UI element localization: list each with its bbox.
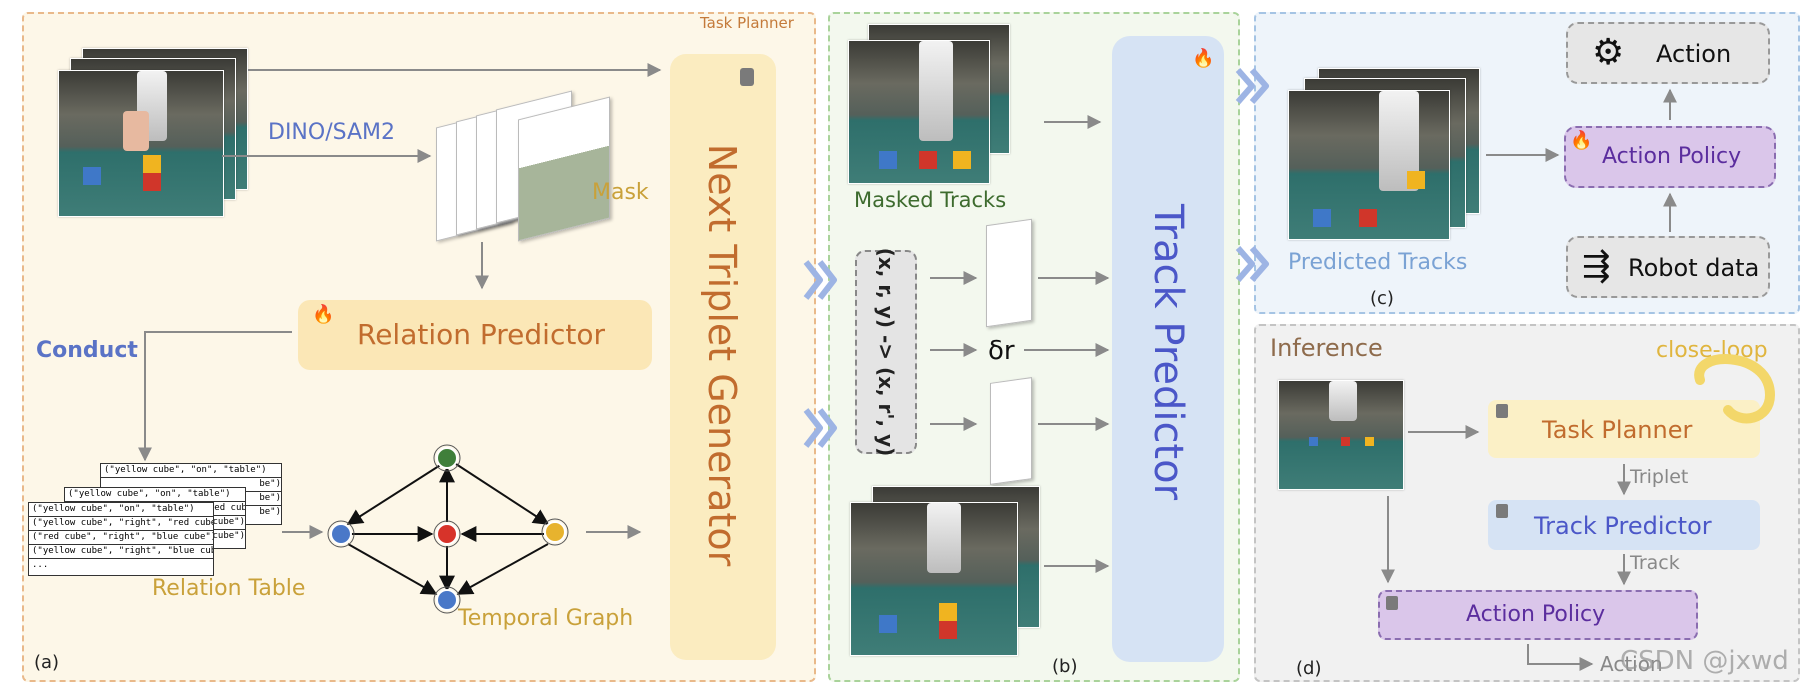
task-planner-header: Task Planner bbox=[700, 14, 794, 32]
chevron-b-c-3 bbox=[1235, 246, 1255, 282]
task-planner-label-d: Task Planner bbox=[1542, 416, 1693, 444]
lock-icon bbox=[1496, 504, 1508, 518]
masked-frame bbox=[848, 40, 990, 184]
watermark: CSDN @jxwd bbox=[1620, 646, 1789, 676]
action-label: Action bbox=[1656, 40, 1732, 68]
inference-frame bbox=[1278, 380, 1404, 490]
table-row: ("yellow cube", "right", "red cube") bbox=[29, 517, 213, 531]
chevron-a-b-4 bbox=[817, 408, 837, 448]
arrow-policy-to-action-d bbox=[1527, 644, 1594, 671]
inference-label: Inference bbox=[1270, 334, 1383, 362]
chevron-b-c-1 bbox=[1235, 68, 1255, 104]
action-policy-box-d bbox=[1378, 590, 1698, 640]
graph-node-center bbox=[436, 523, 458, 545]
graph-node-right bbox=[544, 521, 566, 543]
graph-node-top bbox=[436, 447, 458, 469]
lock-icon bbox=[740, 68, 754, 86]
relation-table: ("yellow cube", "on", "table") ("yellow … bbox=[28, 502, 214, 576]
temporal-graph-label: Temporal Graph bbox=[458, 606, 634, 631]
triplet-formula-box bbox=[855, 250, 917, 454]
action-policy-label-d: Action Policy bbox=[1466, 602, 1606, 627]
flame-icon: 🔥 bbox=[1192, 48, 1215, 69]
predicted-tracks-label: Predicted Tracks bbox=[1288, 250, 1468, 275]
lock-icon bbox=[1496, 404, 1508, 418]
conduct-label: Conduct bbox=[36, 338, 138, 363]
action-label-d: Action bbox=[1600, 652, 1663, 676]
track-predictor-label-d: Track Predictor bbox=[1534, 512, 1712, 540]
relation-table-label: Relation Table bbox=[152, 576, 306, 601]
track-label: Track bbox=[1630, 552, 1680, 574]
table-row: ("red cube", "right", "blue cube") bbox=[29, 531, 213, 545]
robot-arm-icon: ⚙ bbox=[1592, 32, 1625, 73]
action-policy-box-c bbox=[1564, 126, 1776, 188]
panel-b-corner-label: (b) bbox=[1052, 656, 1078, 677]
chevron-a-b-2 bbox=[817, 260, 837, 300]
relation-predictor-box bbox=[298, 300, 652, 370]
table-row: ("yellow cube", "right", "blue cube") bbox=[29, 545, 213, 559]
dino-sam-label: DINO/SAM2 bbox=[268, 120, 396, 145]
robot-data-label: Robot data bbox=[1628, 254, 1760, 282]
flame-icon: 🔥 bbox=[312, 304, 335, 325]
predicted-frame bbox=[1288, 90, 1450, 240]
data-flow-icon: ⇶ bbox=[1582, 246, 1611, 286]
action-box bbox=[1566, 22, 1770, 84]
chevron-b-c-2 bbox=[1249, 68, 1269, 104]
track-predictor-box-d bbox=[1488, 500, 1760, 550]
edge-top-right bbox=[455, 463, 550, 525]
robot-data-box bbox=[1566, 236, 1770, 298]
input-frame bbox=[58, 70, 224, 217]
close-loop-arrow bbox=[1694, 354, 1776, 424]
task-planner-box-d bbox=[1488, 400, 1760, 458]
panel-a-corner-label: (a) bbox=[34, 652, 60, 673]
triplet-label: Triplet bbox=[1630, 466, 1689, 488]
graph-node-left bbox=[330, 523, 352, 545]
masked-tracks-label: Masked Tracks bbox=[854, 188, 1007, 212]
edge-right-bottom bbox=[456, 543, 549, 595]
chevron-a-b-3 bbox=[803, 408, 823, 448]
mask-label: Mask bbox=[592, 180, 649, 205]
action-policy-label-c: Action Policy bbox=[1602, 144, 1742, 169]
table-row: ... bbox=[32, 560, 49, 570]
arrow-relation-to-table bbox=[138, 331, 292, 462]
next-triplet-generator-box bbox=[670, 54, 776, 660]
delta-r-label: δr bbox=[988, 336, 1015, 366]
chevron-a-b-1 bbox=[803, 260, 823, 300]
table-row: ("yellow cube", "on", "table") bbox=[29, 503, 213, 517]
edge-top-left bbox=[346, 463, 443, 525]
relation-predictor-label: Relation Predictor bbox=[357, 318, 605, 351]
input-frame-b bbox=[850, 502, 1018, 656]
lock-icon bbox=[1386, 596, 1398, 610]
graph-node-bottom bbox=[436, 589, 458, 611]
flame-icon: 🔥 bbox=[1570, 130, 1593, 151]
panel-d-corner-label: (d) bbox=[1296, 658, 1322, 679]
panel-c-corner-label: (c) bbox=[1370, 288, 1394, 309]
edge-left-bottom bbox=[347, 543, 438, 595]
chevron-b-c-4 bbox=[1249, 246, 1269, 282]
track-predictor-box bbox=[1112, 36, 1224, 662]
